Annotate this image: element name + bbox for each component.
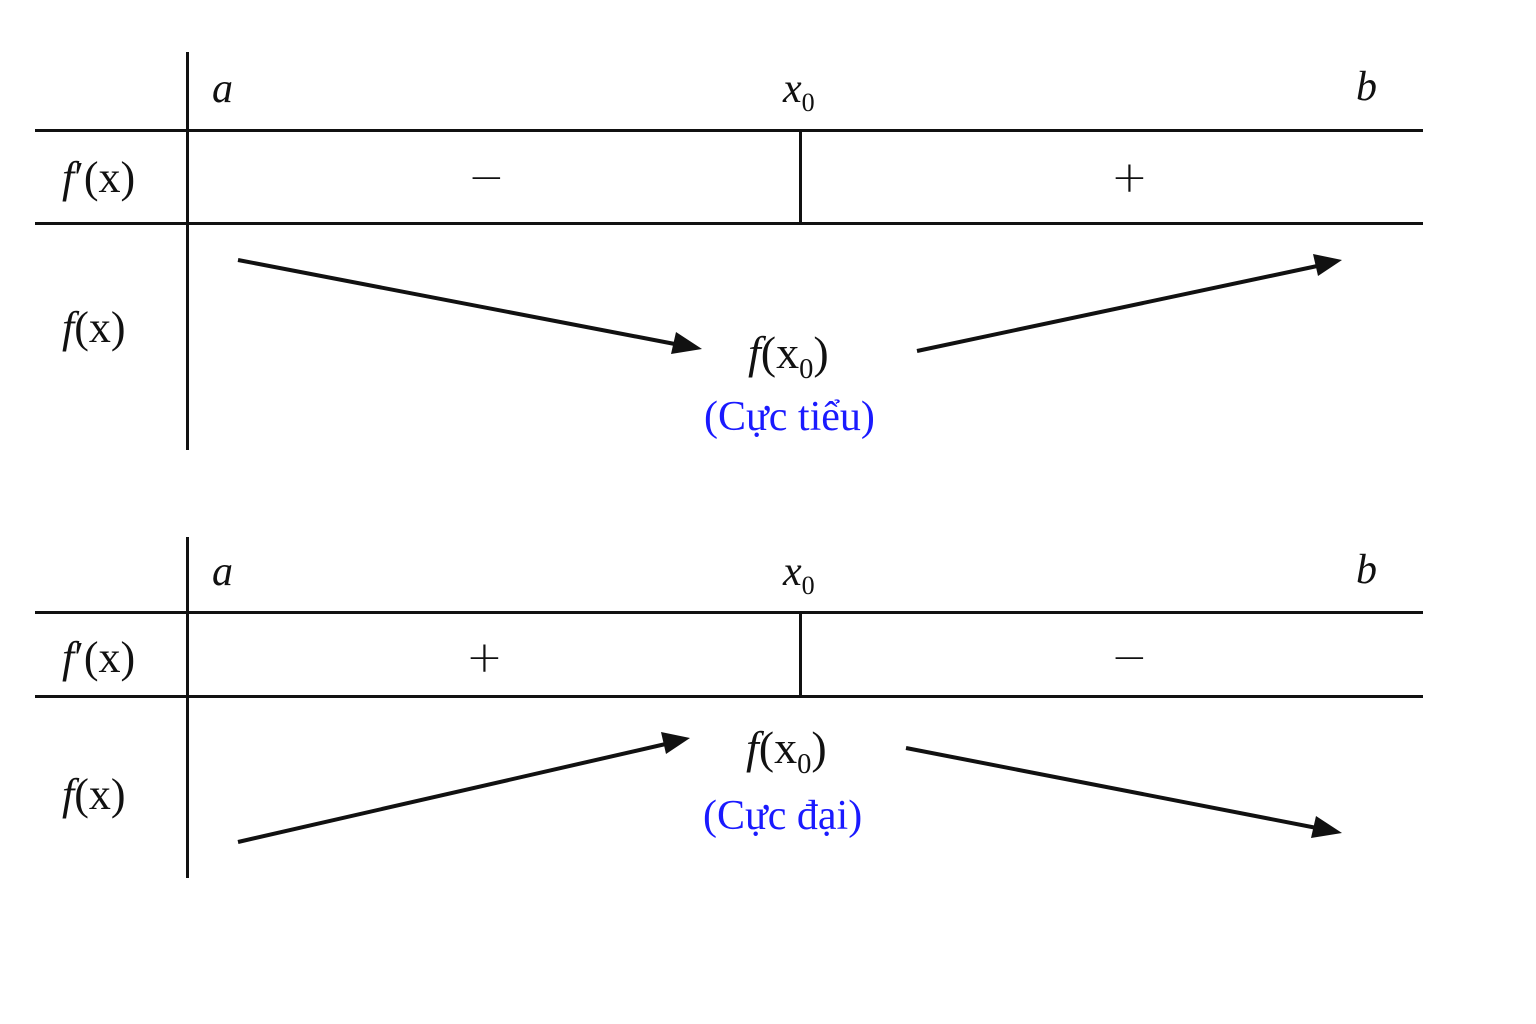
function-row-label: f(x): [62, 303, 126, 352]
extremum-note: (Cực đại): [703, 793, 863, 839]
extremum-note: (Cực tiểu): [704, 394, 875, 440]
derivative-sign-left: +: [466, 632, 503, 683]
derivative-sign-right: +: [1111, 152, 1148, 203]
trend-arrows: [237, 732, 1342, 844]
critical-point-label: x0: [783, 66, 815, 118]
critical-value: f(x0): [748, 327, 829, 385]
vertical-divider: [186, 537, 189, 878]
row-separator: [35, 222, 1423, 225]
derivative-row-label: f′(x): [62, 153, 136, 202]
header-separator: [35, 611, 1423, 614]
critical-point-label: x0: [783, 549, 815, 601]
increasing-arrow: [916, 254, 1342, 353]
increasing-arrow: [237, 732, 690, 844]
derivative-sign-left: −: [468, 152, 505, 203]
critical-point-divider: [799, 613, 802, 695]
trend-arrows: [237, 254, 1342, 354]
vertical-divider: [186, 52, 189, 450]
decreasing-arrow: [905, 746, 1342, 838]
interval-end-label: b: [1356, 547, 1377, 593]
header-separator: [35, 129, 1423, 132]
function-row-label: f(x): [62, 770, 126, 819]
variation-table-maximum: a x0 b f′(x) + − f(x) f(x0) (Cực đại): [0, 485, 1536, 905]
row-separator: [35, 695, 1423, 698]
interval-start-label: a: [212, 549, 233, 595]
interval-end-label: b: [1356, 64, 1377, 110]
interval-start-label: a: [212, 66, 233, 112]
critical-value: f(x0): [746, 722, 827, 780]
decreasing-arrow: [237, 258, 702, 354]
derivative-row-label: f′(x): [62, 633, 136, 682]
variation-table-minimum: a x0 b f′(x) − + f(x) f(x0) (Cực tiểu): [0, 0, 1536, 470]
derivative-sign-right: −: [1111, 632, 1148, 683]
critical-point-divider: [799, 131, 802, 223]
